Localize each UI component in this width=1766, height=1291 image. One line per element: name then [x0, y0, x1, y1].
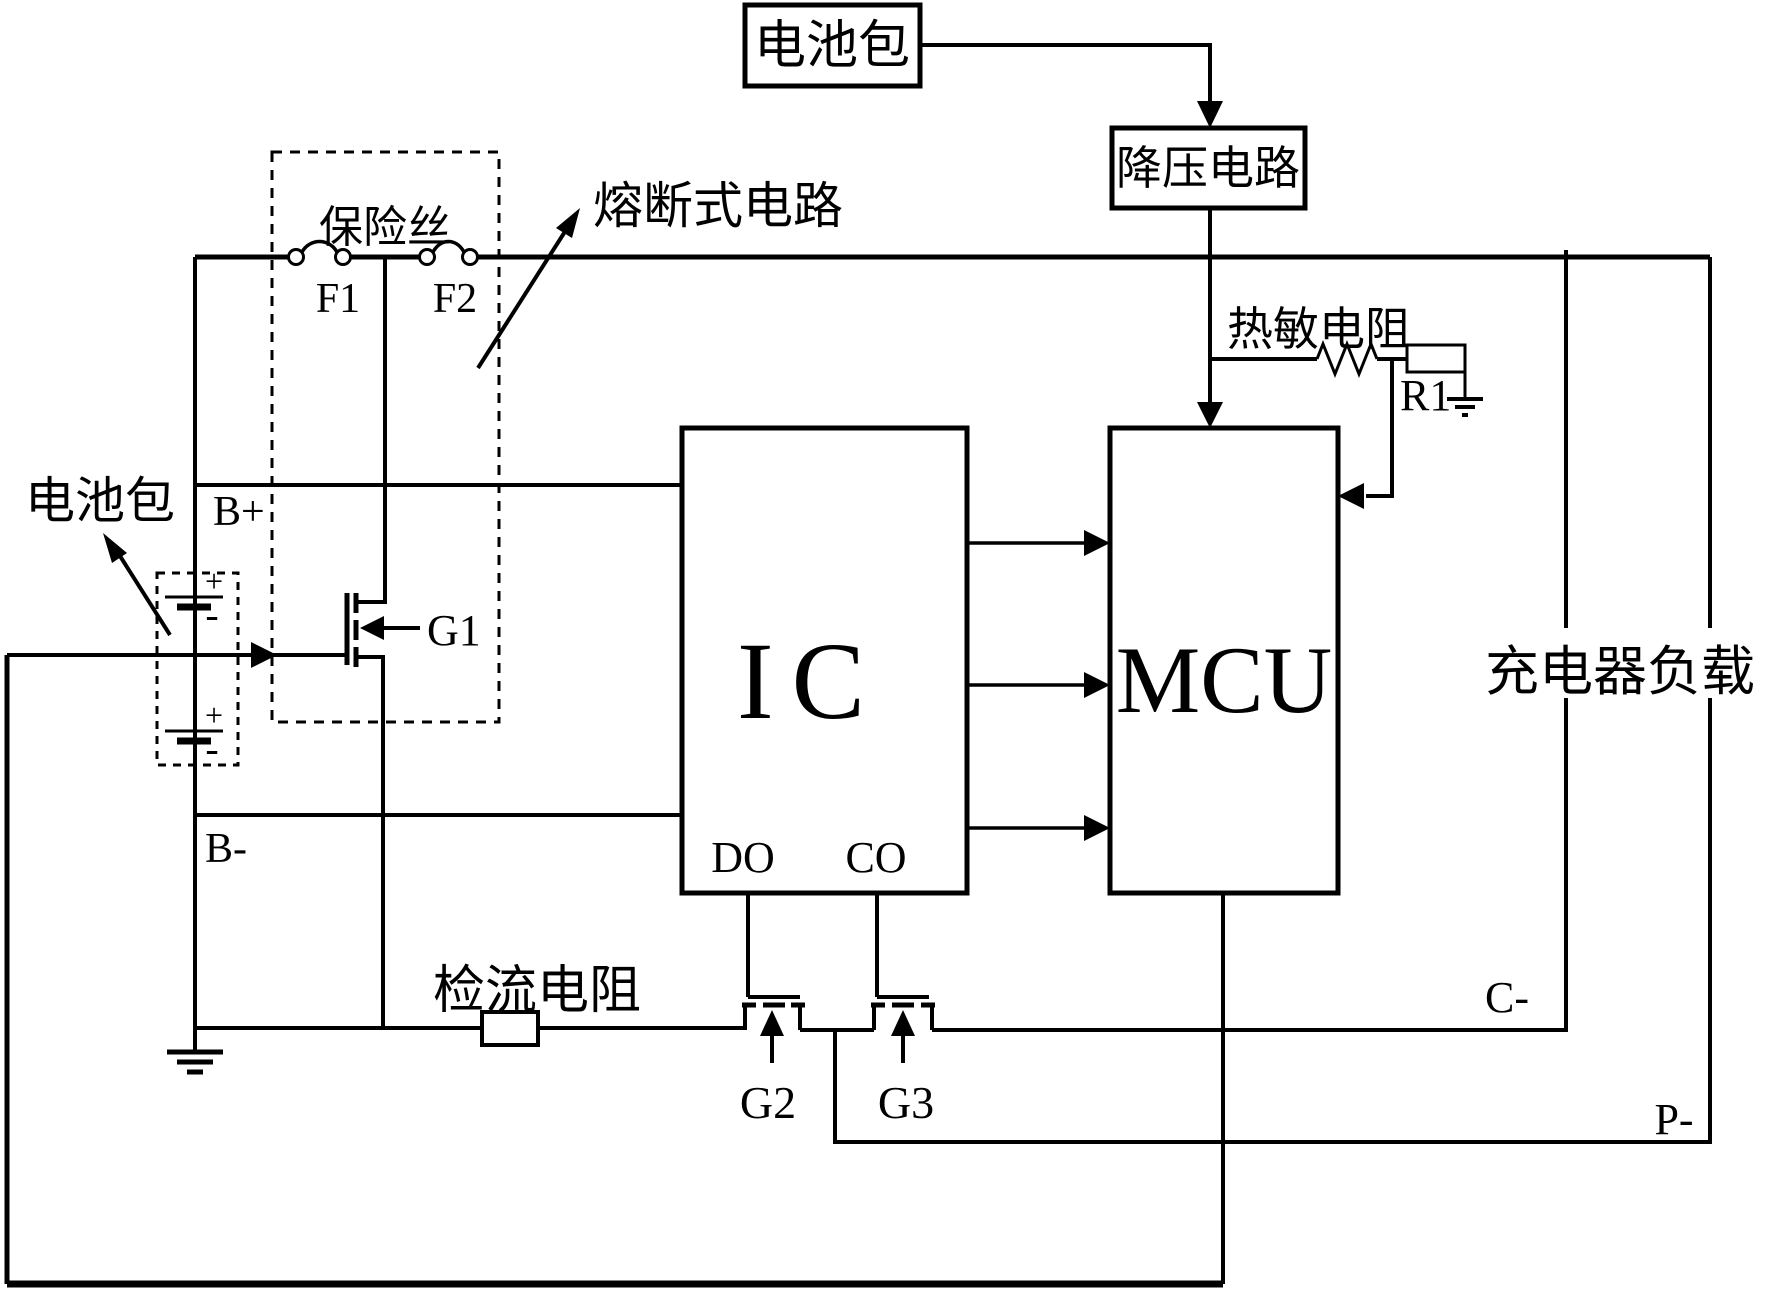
battery-pack-arrow-line	[118, 554, 172, 637]
mosfet-g2	[742, 893, 805, 1030]
buck-circuit-box: 降压电路	[1109, 125, 1308, 211]
arrowhead-into-mcu-right	[1338, 483, 1364, 509]
wire-thermistor-to-mcu	[1366, 359, 1394, 498]
g2-label: G2	[740, 1077, 796, 1128]
ground-symbol-main	[167, 1028, 223, 1075]
battery-pack-arrowhead	[103, 533, 127, 563]
bplus-label: B+	[213, 489, 265, 535]
mosfet-g3	[871, 893, 935, 1030]
fuse-f2-symbol	[418, 239, 479, 266]
f1-label: F1	[316, 276, 360, 322]
battery-pack-left-label: 电池包	[25, 473, 175, 529]
pminus-label: P-	[1654, 1095, 1693, 1144]
ground-symbol-r1	[1447, 372, 1483, 417]
fusing-circuit-arrow-line	[476, 228, 568, 370]
g1-label: G1	[427, 606, 481, 655]
arrowhead-into-mcu-top	[1197, 402, 1223, 428]
battery-pack-top-box: 电池包	[742, 2, 923, 89]
do-pin-label: DO	[711, 833, 775, 882]
ic-label: IC	[737, 620, 883, 742]
g2-annotation-arrowhead	[760, 1010, 784, 1036]
fusing-circuit-arrowhead	[556, 208, 580, 238]
bminus-label: B-	[205, 826, 247, 872]
arrowhead-into-buck	[1197, 101, 1223, 128]
r1-resistor: R1	[1400, 343, 1467, 420]
charger-load: 充电器负载	[1473, 628, 1766, 702]
ic-to-mcu-arrows	[967, 530, 1110, 841]
g3-label: G3	[878, 1077, 934, 1128]
arrowhead-gate-line	[251, 642, 277, 668]
cell1-plus: +	[205, 563, 223, 599]
mosfet-g1	[344, 593, 385, 1030]
cell2-plus: +	[205, 697, 223, 733]
cminus-label: C-	[1485, 973, 1529, 1022]
ic-box: IC DO CO	[679, 425, 970, 896]
sense-resistor-label: 检流电阻	[433, 963, 641, 1020]
fuse-f1-symbol	[287, 239, 352, 266]
fuse-label: 保险丝	[319, 203, 451, 252]
charger-load-label: 充电器负载	[1485, 642, 1755, 702]
wire-fusebranch-to-g1	[356, 257, 387, 604]
co-pin-label: CO	[845, 833, 906, 882]
wire-pminus	[833, 257, 1712, 1144]
cell2-minus: -	[205, 726, 218, 771]
wire-cminus	[932, 250, 1568, 1032]
thermistor-symbol	[1315, 339, 1379, 379]
thermistor-label: 热敏电阻	[1227, 304, 1411, 355]
sense-resistor-box	[480, 1010, 540, 1047]
r1-label: R1	[1400, 371, 1451, 420]
fusing-circuit-label: 熔断式电路	[593, 178, 843, 234]
f2-label: F2	[433, 276, 477, 322]
g3-annotation-arrowhead	[891, 1010, 915, 1036]
fusing-circuit-dashed-box	[270, 150, 501, 724]
buck-circuit-label: 降压电路	[1116, 143, 1300, 194]
battery-dashed-box	[155, 571, 240, 767]
cell1-minus: -	[205, 592, 218, 637]
g1-annotation-arrowhead	[360, 616, 384, 640]
battery-cells: + - + -	[155, 563, 240, 771]
wire-battery-to-buck	[920, 43, 1212, 101]
battery-pack-top-label: 电池包	[754, 18, 910, 75]
mcu-box: MCU	[1107, 425, 1341, 896]
mcu-label: MCU	[1116, 627, 1332, 733]
